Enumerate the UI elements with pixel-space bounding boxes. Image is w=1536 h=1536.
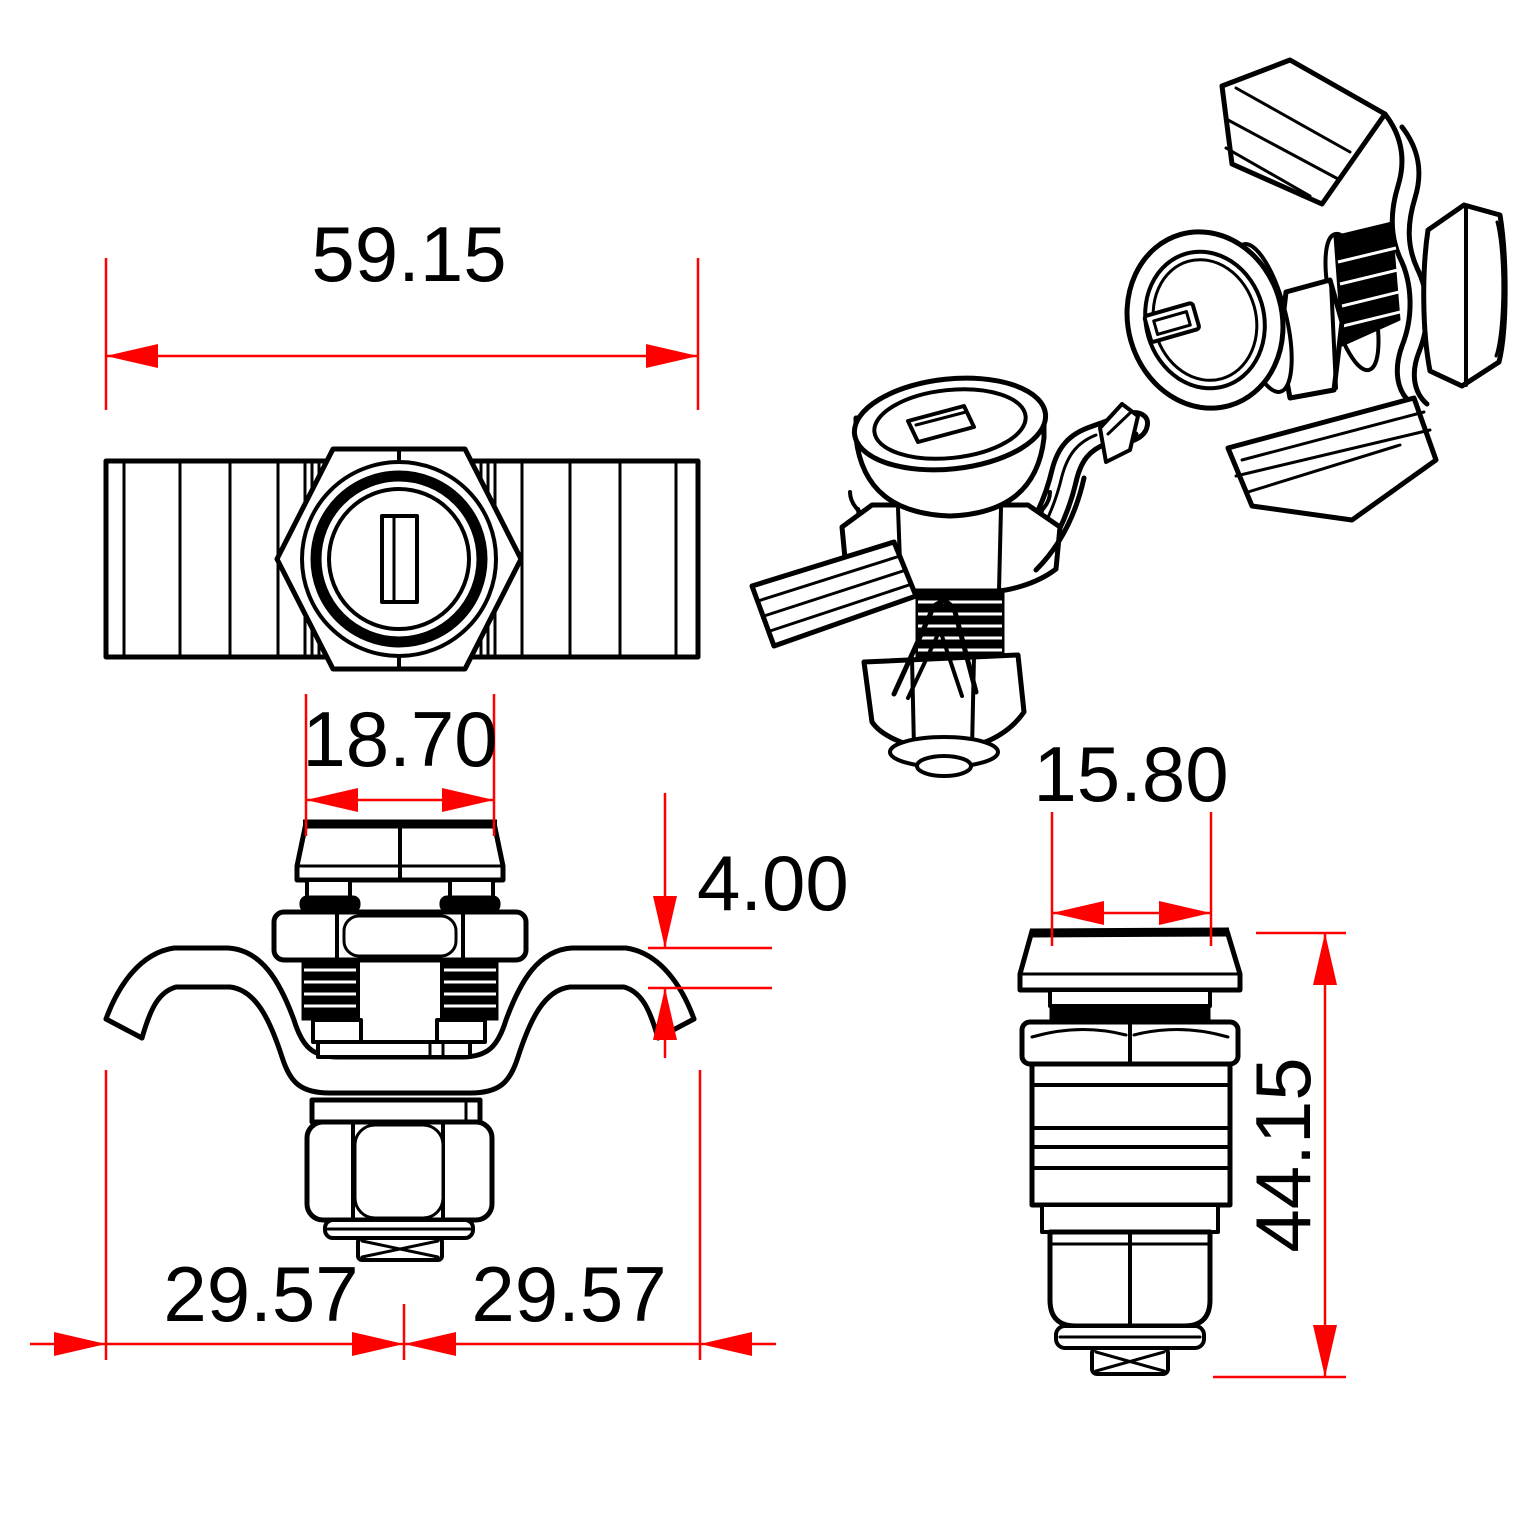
threaded-studs bbox=[301, 957, 499, 1042]
arrowhead-down-icon bbox=[1313, 1325, 1337, 1377]
base-plate bbox=[316, 1040, 472, 1059]
cam-screw-front bbox=[356, 1236, 444, 1262]
arrowhead-right-icon bbox=[646, 344, 698, 368]
dim-head-diameter: 18.70 bbox=[302, 694, 498, 836]
key-slot bbox=[380, 514, 419, 604]
dimension-label-overall-height: 44.15 bbox=[1239, 1057, 1327, 1252]
arrowhead-right-icon bbox=[1159, 901, 1211, 925]
iso2-threads bbox=[1333, 221, 1401, 347]
arrowhead-left-icon bbox=[106, 344, 158, 368]
lock-head-front bbox=[294, 819, 506, 883]
dim-overall-height: 44.15 bbox=[1213, 931, 1346, 1379]
lock-body-front bbox=[309, 1097, 483, 1125]
dimension-label-half-span-right: 29.57 bbox=[471, 1250, 666, 1338]
iso-lock-head bbox=[851, 375, 1049, 519]
arrowhead-down-icon bbox=[653, 896, 677, 948]
mounting-nut-front bbox=[304, 1119, 495, 1223]
side-view bbox=[1017, 927, 1243, 1376]
neck-side bbox=[1048, 988, 1212, 1008]
arrowhead-right-icon bbox=[54, 1332, 106, 1356]
lock-head-side bbox=[1017, 927, 1243, 993]
hex-nut-side bbox=[1019, 1019, 1241, 1067]
arrowhead-center-right-icon bbox=[404, 1332, 456, 1356]
isometric-view-top-left bbox=[749, 375, 1151, 778]
iso2-clamp-band bbox=[1382, 111, 1430, 407]
dim-half-spans: 29.57 29.57 bbox=[30, 1070, 776, 1360]
isometric-view-front-right bbox=[1098, 57, 1508, 523]
arrowhead-left-icon bbox=[1052, 901, 1104, 925]
cam-screw-side bbox=[1090, 1346, 1170, 1376]
body-step-side bbox=[1040, 1203, 1220, 1234]
dimension-label-bushing-diameter: 15.80 bbox=[1033, 730, 1228, 818]
dim-bushing-diameter: 15.80 bbox=[1033, 730, 1229, 946]
arrowhead-right-icon bbox=[442, 788, 494, 812]
washer-side bbox=[1054, 1324, 1206, 1350]
arrowhead-up-icon bbox=[1313, 933, 1337, 985]
iso2-clamp-top-wing bbox=[1219, 57, 1388, 207]
neck-stub-left bbox=[305, 878, 352, 900]
iso-key-slot bbox=[906, 404, 976, 444]
dimension-label-head-diameter: 18.70 bbox=[302, 695, 497, 783]
dim-clip-width: 59.15 bbox=[104, 210, 700, 410]
lock-face-top bbox=[300, 460, 498, 658]
mounting-nut-side bbox=[1047, 1229, 1213, 1329]
arrowhead-left-icon bbox=[306, 788, 358, 812]
iso2-lock-face bbox=[1124, 229, 1286, 411]
stud-foot-left bbox=[311, 1018, 363, 1044]
iso-screw-tip bbox=[915, 754, 973, 778]
dim-panel-thickness: 4.00 bbox=[648, 793, 849, 1058]
iso2-key-slot bbox=[1142, 301, 1201, 344]
wing-clamp-front bbox=[103, 945, 697, 1096]
stud-foot-right bbox=[435, 1018, 487, 1044]
front-view bbox=[103, 819, 697, 1262]
washer-front bbox=[323, 1218, 475, 1240]
dimension-label-clip-width: 59.15 bbox=[311, 210, 506, 298]
arrowhead-left-icon bbox=[700, 1332, 752, 1356]
arrowhead-center-left-icon bbox=[352, 1332, 404, 1356]
neck-stub-right bbox=[448, 878, 495, 900]
top-view bbox=[103, 446, 701, 672]
iso2-clamp-bottom-wing bbox=[1225, 395, 1439, 523]
arrowhead-up-icon bbox=[653, 988, 677, 1040]
iso2-clamp-left-tip bbox=[1098, 402, 1140, 464]
iso2-end-nut bbox=[1421, 202, 1508, 389]
dimension-label-half-span-left: 29.57 bbox=[163, 1250, 358, 1338]
iso-clamp-front-wing bbox=[749, 475, 1087, 700]
dimension-label-panel-thickness: 4.00 bbox=[697, 839, 849, 927]
hex-nut-front bbox=[271, 909, 529, 963]
lock-barrel-side bbox=[1029, 1061, 1233, 1208]
